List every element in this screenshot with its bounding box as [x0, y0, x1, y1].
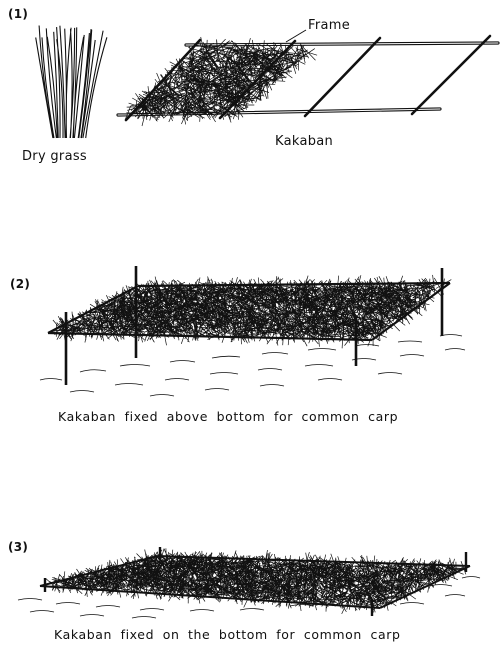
dry-grass-bundle [35, 25, 108, 139]
frame-pointer [285, 29, 307, 43]
kakaban-label: Kakaban [275, 134, 334, 149]
pond-bottom-ground-2 [39, 334, 466, 397]
frame-label: Frame [308, 18, 351, 33]
grass-mat-flat [125, 36, 318, 127]
grass-mat-raised [49, 274, 452, 349]
dry-grass-label: Dry grass [22, 149, 87, 164]
panel-3-caption: Kakaban fixed on the bottom for common c… [54, 627, 401, 642]
grass-mat-bottom [45, 548, 467, 615]
panel-1-number: (1) [8, 7, 29, 21]
panel-2-caption: Kakaban fixed above bottom for common ca… [58, 409, 399, 424]
panel-3-number: (3) [8, 540, 29, 554]
panel-2-number: (2) [10, 277, 31, 291]
